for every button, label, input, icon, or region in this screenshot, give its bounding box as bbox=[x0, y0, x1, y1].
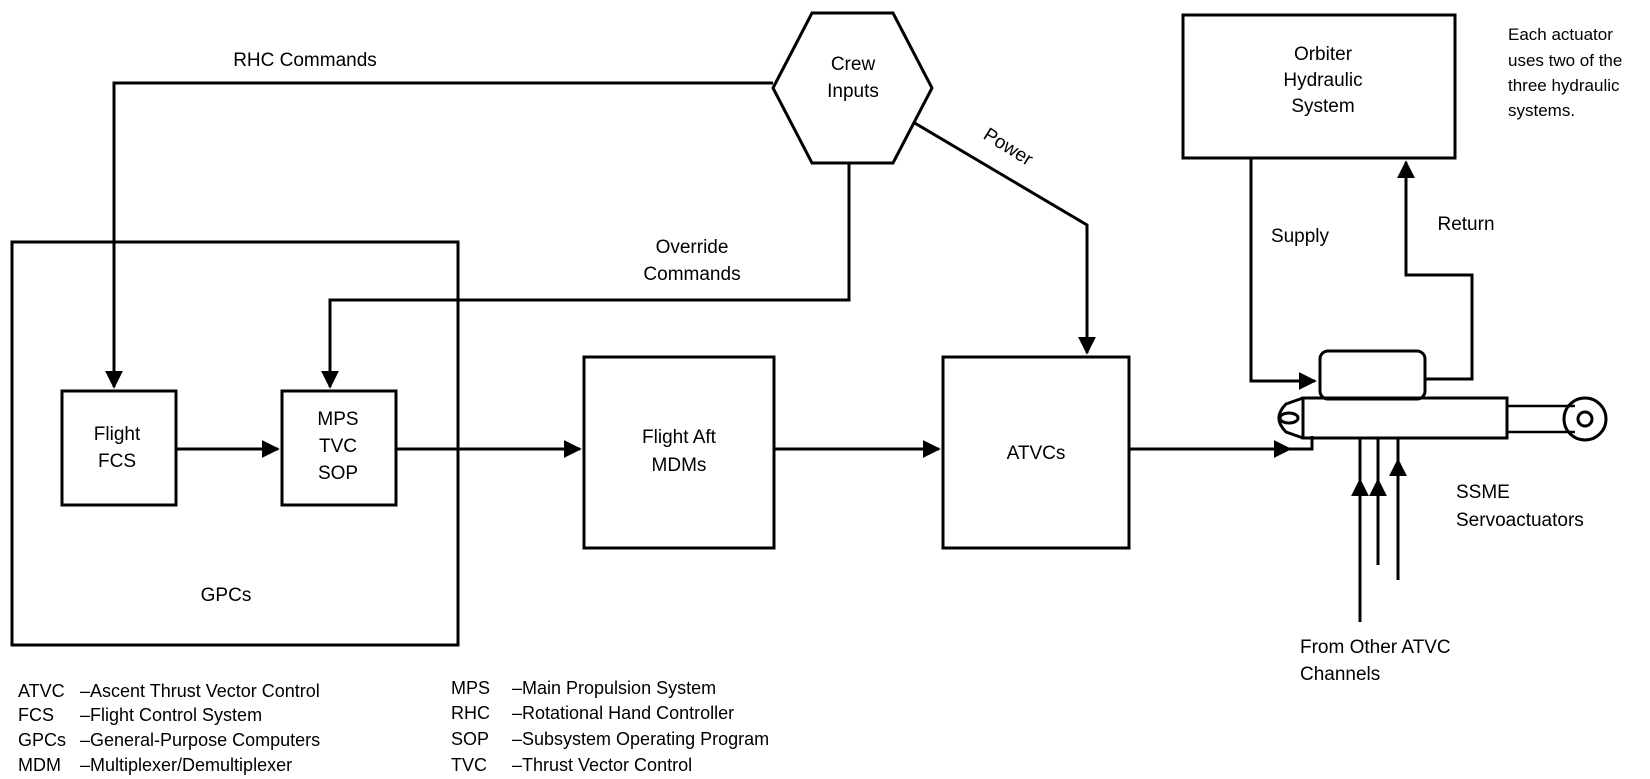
legend-def-gpcs: –General-Purpose Computers bbox=[80, 730, 320, 750]
legend-abbr-gpcs: GPCs bbox=[18, 730, 66, 750]
note-line-3: three hydraulic bbox=[1508, 76, 1620, 95]
legend-abbr-rhc: RHC bbox=[451, 703, 490, 723]
legend-def-sop: –Subsystem Operating Program bbox=[512, 729, 769, 749]
legend-abbr-tvc: TVC bbox=[451, 755, 487, 775]
rhc-commands-line bbox=[105, 81, 773, 389]
note-line-4: systems. bbox=[1508, 101, 1575, 120]
note-line-2: uses two of the bbox=[1508, 51, 1622, 70]
flight-fcs-box bbox=[60, 389, 178, 507]
flight-aft-label-2: MDMs bbox=[652, 455, 707, 476]
legend-def-mps: –Main Propulsion System bbox=[512, 678, 716, 698]
ssme-label-2: Servoactuators bbox=[1456, 510, 1584, 531]
flight-fcs-label-1: Flight bbox=[94, 424, 141, 445]
note-line-1: Each actuator bbox=[1508, 25, 1613, 44]
legend-abbr-sop: SOP bbox=[451, 729, 489, 749]
override-label-1: Override bbox=[656, 237, 729, 258]
crew-inputs-hexagon bbox=[771, 11, 934, 165]
from-other-label-2: Channels bbox=[1300, 664, 1380, 685]
atvcs-to-actuator-line bbox=[1129, 436, 1314, 451]
override-label-2: Commands bbox=[643, 264, 740, 285]
legend-abbr-mps: MPS bbox=[451, 678, 490, 698]
supply-line bbox=[1249, 158, 1317, 390]
servoactuator-drawing bbox=[1277, 349, 1608, 442]
legend: ATVC –Ascent Thrust Vector Control FCS –… bbox=[18, 678, 769, 775]
atvcs-box bbox=[941, 355, 1131, 550]
sop-label: SOP bbox=[318, 463, 358, 484]
gpcs-label: GPCs bbox=[201, 585, 252, 606]
legend-def-fcs: –Flight Control System bbox=[80, 705, 262, 725]
supply-label: Supply bbox=[1271, 226, 1330, 247]
orbiter-label-1: Orbiter bbox=[1294, 44, 1353, 65]
tvc-label: TVC bbox=[319, 436, 357, 457]
legend-def-atvc: –Ascent Thrust Vector Control bbox=[80, 681, 320, 701]
return-label: Return bbox=[1437, 214, 1494, 235]
orbiter-hydraulic-box bbox=[1181, 13, 1457, 160]
flight-aft-mdms-box bbox=[582, 355, 776, 550]
orbiter-label-3: System bbox=[1291, 96, 1354, 117]
power-label: Power bbox=[980, 124, 1037, 171]
from-other-label-1: From Other ATVC bbox=[1300, 637, 1451, 658]
power-line bbox=[912, 120, 1096, 355]
legend-abbr-fcs: FCS bbox=[18, 705, 54, 725]
atvcs-label: ATVCs bbox=[1007, 443, 1066, 464]
crew-inputs-label-1: Crew bbox=[831, 54, 876, 75]
gpcs-box bbox=[10, 240, 460, 647]
mps-label: MPS bbox=[317, 409, 358, 430]
flight-aft-label-1: Flight Aft bbox=[642, 427, 717, 448]
legend-def-tvc: –Thrust Vector Control bbox=[512, 755, 692, 775]
rhc-commands-label: RHC Commands bbox=[233, 50, 377, 71]
return-line bbox=[1397, 160, 1474, 381]
orbiter-label-2: Hydraulic bbox=[1283, 70, 1362, 91]
crew-inputs-label-2: Inputs bbox=[827, 81, 879, 102]
legend-abbr-atvc: ATVC bbox=[18, 681, 65, 701]
legend-abbr-mdm: MDM bbox=[18, 755, 61, 775]
ssme-label-1: SSME bbox=[1456, 482, 1510, 503]
legend-def-rhc: –Rotational Hand Controller bbox=[512, 703, 734, 723]
flight-fcs-label-2: FCS bbox=[98, 451, 136, 472]
override-commands-line bbox=[321, 163, 851, 389]
legend-def-mdm: –Multiplexer/Demultiplexer bbox=[80, 755, 292, 775]
